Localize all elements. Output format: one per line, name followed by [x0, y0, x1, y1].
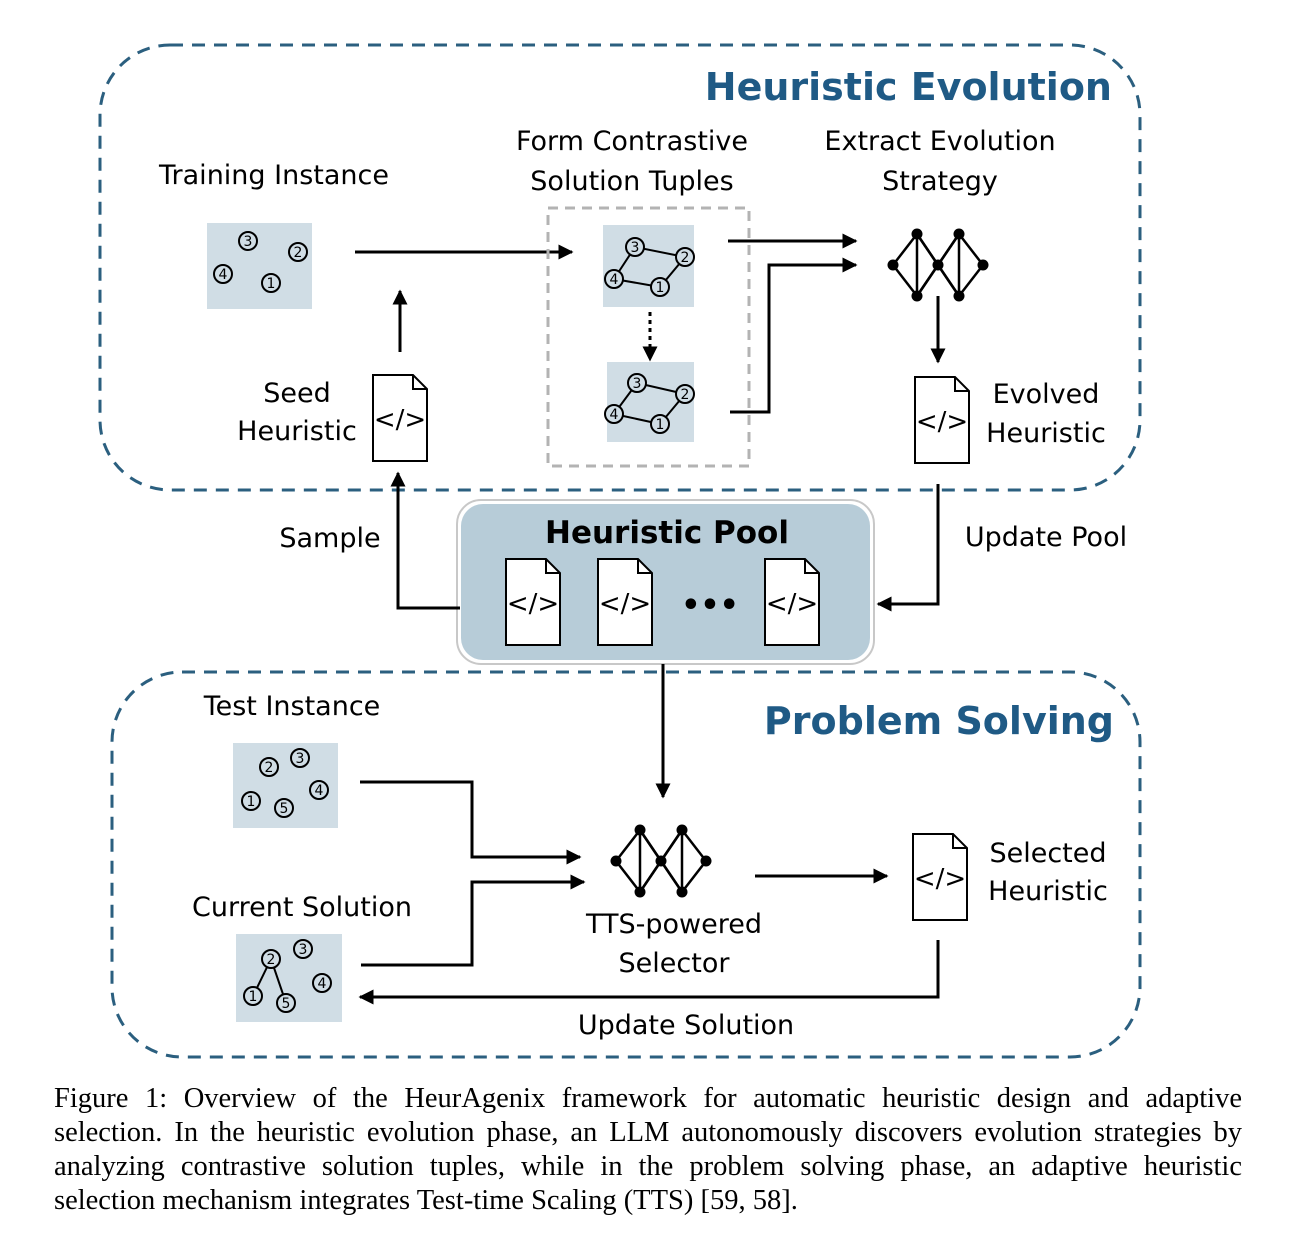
training-instance-label: Training Instance [158, 160, 389, 191]
arrow-selected-to-solution [358, 940, 940, 1005]
node: 3 [293, 939, 313, 959]
arrow-tuple-b-to-network [730, 257, 858, 414]
current-solution-label: Current Solution [192, 892, 412, 923]
node: 1 [261, 273, 281, 293]
tuple-a-box [603, 225, 694, 307]
svg-text:4: 4 [610, 272, 619, 288]
node: 1 [241, 791, 261, 811]
sample-label: Sample [279, 523, 380, 554]
current-solution-graph: 2 3 1 5 4 [243, 939, 332, 1013]
node: 3 [625, 237, 645, 257]
svg-text:2: 2 [294, 245, 303, 261]
update-pool-label: Update Pool [965, 522, 1127, 553]
arrow-test-to-selector [360, 780, 582, 865]
contrastive-label-line2: Solution Tuples [530, 166, 733, 197]
node: 2 [675, 384, 695, 404]
node: 3 [290, 748, 310, 768]
code-file-icon [914, 376, 970, 464]
selector-label-line2: Selector [619, 948, 731, 979]
code-file-icon [912, 833, 968, 921]
test-instance-label: Test Instance [203, 691, 381, 722]
contrastive-label-line1: Form Contrastive [516, 126, 748, 157]
node: 5 [276, 993, 296, 1013]
node: 2 [288, 242, 308, 262]
code-file-icon [597, 558, 653, 646]
node: 4 [213, 264, 233, 284]
node: 1 [243, 986, 263, 1006]
update-solution-label: Update Solution [578, 1010, 794, 1041]
svg-text:3: 3 [244, 234, 253, 250]
node: 4 [312, 973, 332, 993]
svg-text:5: 5 [282, 996, 291, 1012]
heuristic-evolution-section [98, 43, 1142, 492]
test-instance-nodes: 2 3 1 5 4 [241, 748, 329, 818]
evolved-label-line1: Evolved [993, 379, 1100, 410]
node: 4 [309, 780, 329, 800]
node: 3 [238, 231, 258, 251]
code-file-icon [372, 374, 428, 462]
svg-text:2: 2 [265, 760, 274, 776]
evolved-label-line2: Heuristic [986, 418, 1106, 449]
arrow-solution-to-selector [361, 874, 586, 967]
selected-label-line2: Heuristic [988, 876, 1108, 907]
heuristic-evolution-title: Heuristic Evolution [705, 65, 1112, 109]
tuple-b-graph: 3 2 4 1 [604, 373, 695, 434]
test-instance-box [233, 743, 338, 828]
tuple-a-graph: 3 2 4 1 [604, 237, 695, 297]
arrow-pool-to-seed [390, 471, 460, 610]
node: 1 [650, 277, 670, 297]
svg-text:2: 2 [681, 387, 690, 403]
svg-text:5: 5 [280, 801, 289, 817]
node: 4 [604, 269, 624, 289]
problem-solving-title: Problem Solving [764, 699, 1114, 743]
svg-text:3: 3 [299, 942, 308, 958]
code-file-icon [764, 558, 820, 646]
contrastive-tuples-box [546, 206, 751, 468]
neural-network-icon [886, 227, 990, 303]
problem-solving-section [110, 670, 1142, 1059]
neural-network-icon [609, 823, 713, 899]
seed-label-line2: Heuristic [237, 416, 357, 447]
svg-text:4: 4 [315, 783, 324, 799]
svg-text:2: 2 [267, 952, 276, 968]
extract-label-line1: Extract Evolution [824, 126, 1055, 157]
svg-text:4: 4 [610, 407, 619, 423]
heuristic-pool-title: Heuristic Pool [545, 515, 789, 551]
pool-ellipsis: ••• [681, 588, 739, 623]
svg-text:1: 1 [247, 794, 256, 810]
svg-text:3: 3 [296, 751, 305, 767]
svg-text:3: 3 [631, 240, 640, 256]
seed-label-line1: Seed [263, 378, 331, 409]
extract-label-line2: Strategy [882, 166, 998, 197]
figure-caption: Figure 1: Overview of the HeurAgenix fra… [54, 1083, 1242, 1216]
selected-label-line1: Selected [989, 838, 1106, 869]
svg-text:1: 1 [656, 417, 665, 433]
svg-text:4: 4 [318, 976, 327, 992]
node: 5 [274, 798, 294, 818]
svg-text:4: 4 [219, 267, 228, 283]
node: 4 [604, 404, 624, 424]
arrow-evolved-to-pool [876, 484, 940, 612]
heuristic-pool-outline [456, 499, 875, 665]
node: 2 [675, 247, 695, 267]
node: 2 [259, 757, 279, 777]
svg-text:1: 1 [267, 276, 276, 292]
svg-text:1: 1 [656, 280, 665, 296]
training-instance-nodes: 3 2 4 1 [213, 231, 308, 293]
node: 3 [627, 373, 647, 393]
svg-text:3: 3 [633, 376, 642, 392]
code-file-icon [505, 558, 561, 646]
selector-label-line1: TTS-powered [585, 909, 762, 940]
svg-text:1: 1 [249, 989, 258, 1005]
svg-text:2: 2 [681, 250, 690, 266]
node: 2 [261, 949, 281, 969]
node: 1 [650, 414, 670, 434]
